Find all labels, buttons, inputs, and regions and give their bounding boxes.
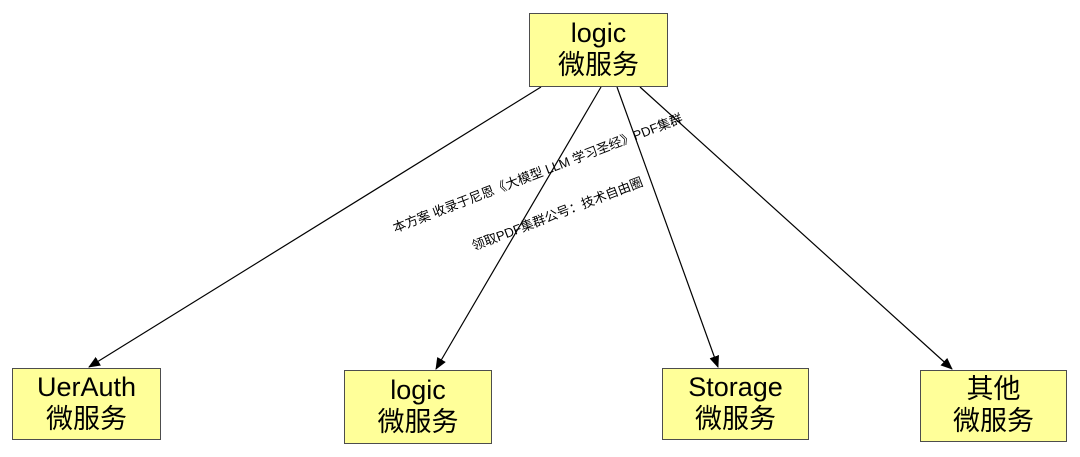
- node-auth-title: UerAuth: [36, 372, 137, 403]
- edge-root-to-logic: [435, 86, 602, 370]
- node-root-title: logic: [570, 18, 627, 49]
- node-userauth: UerAuth 微服务: [12, 368, 161, 440]
- node-auth-subtitle: 微服务: [46, 404, 127, 434]
- node-other-title: 其他: [966, 374, 1021, 405]
- node-storage-subtitle: 微服务: [695, 404, 776, 434]
- node-logic-child: logic 微服务: [344, 370, 492, 444]
- node-storage-title: Storage: [688, 372, 783, 403]
- edge-root-to-auth: [88, 86, 542, 368]
- node-other: 其他 微服务: [920, 370, 1067, 442]
- node-logic-root: logic 微服务: [529, 13, 668, 87]
- edge-root-to-other: [639, 86, 953, 370]
- edge-root-to-storage: [616, 86, 719, 368]
- node-root-subtitle: 微服务: [558, 50, 639, 80]
- node-logic-subtitle: 微服务: [377, 407, 459, 437]
- node-other-subtitle: 微服务: [953, 406, 1034, 436]
- node-storage: Storage 微服务: [662, 368, 809, 440]
- node-logic-title: logic: [390, 375, 446, 406]
